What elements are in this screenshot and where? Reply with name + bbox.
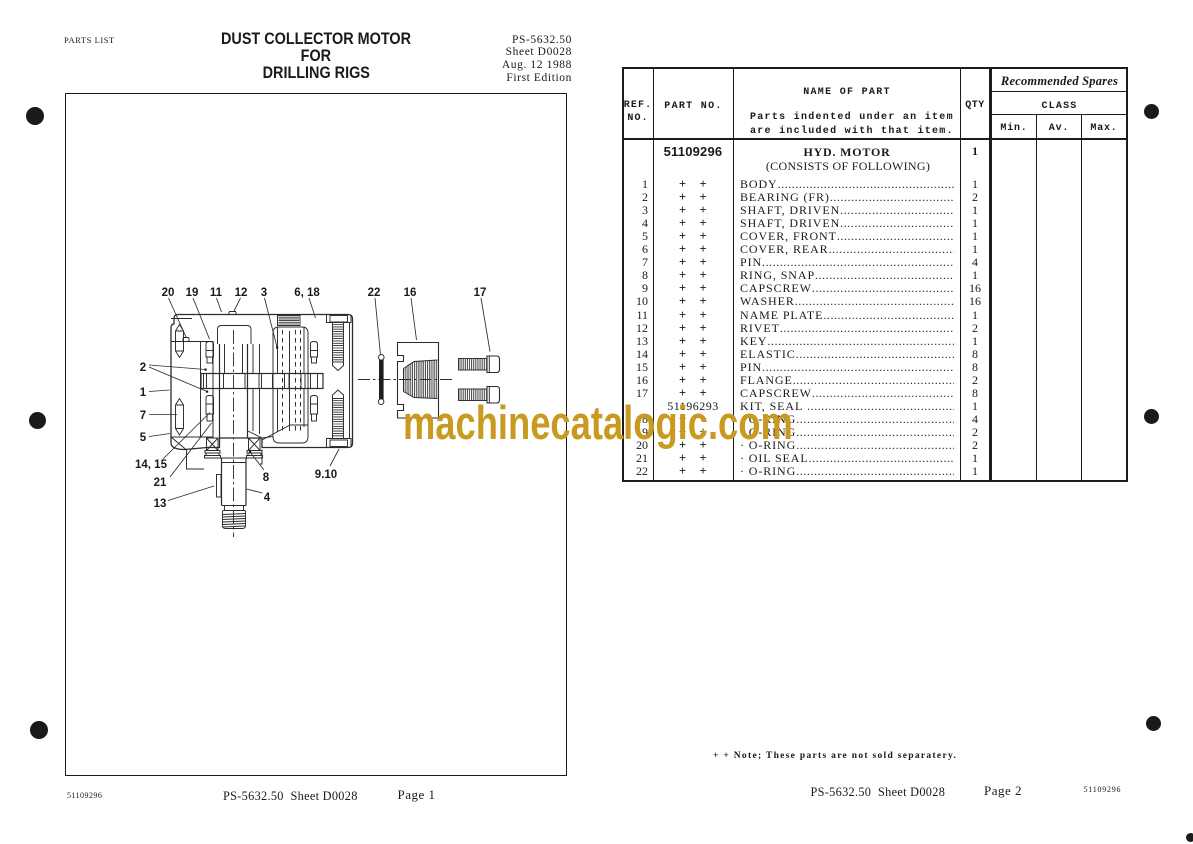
svg-text:22: 22	[368, 287, 381, 299]
svg-text:17: 17	[474, 287, 487, 299]
svg-text:16: 16	[404, 287, 417, 299]
svg-text:1: 1	[140, 387, 147, 399]
svg-text:2: 2	[140, 362, 146, 374]
svg-text:6, 18: 6, 18	[294, 287, 320, 299]
svg-text:4: 4	[264, 492, 271, 504]
svg-text:21: 21	[154, 477, 167, 489]
svg-text:5: 5	[140, 432, 147, 444]
svg-text:19: 19	[186, 287, 199, 299]
svg-text:12: 12	[235, 287, 248, 299]
svg-text:7: 7	[140, 410, 146, 422]
svg-text:13: 13	[154, 498, 167, 510]
svg-text:8: 8	[263, 472, 270, 484]
svg-text:11: 11	[210, 287, 223, 299]
svg-text:3: 3	[261, 287, 267, 299]
svg-text:9.10: 9.10	[315, 469, 337, 481]
svg-text:20: 20	[162, 287, 175, 299]
svg-text:14, 15: 14, 15	[135, 459, 168, 471]
